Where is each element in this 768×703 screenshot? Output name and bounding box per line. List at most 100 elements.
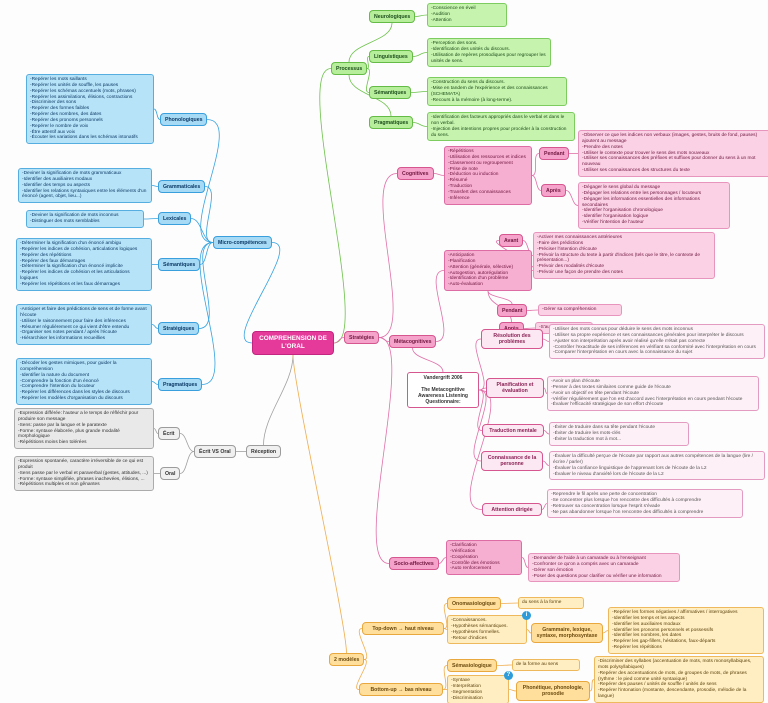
box-metacognitives-list[interactable]: -Anticipation -Planification -Attention … bbox=[444, 250, 532, 292]
box-onomasiologique-details[interactable]: du sens à la forme bbox=[518, 597, 584, 609]
branch-strategies[interactable]: Stratégies bbox=[344, 331, 380, 345]
box-oral-details[interactable]: -Expression spontanée, caractère irréver… bbox=[14, 456, 154, 492]
box-metacognitives-avant-details[interactable]: -Activer mes connaissances antérieures -… bbox=[533, 232, 715, 279]
box-pragmatiques-processus-details-label: -Identification des facteurs appropriés … bbox=[431, 115, 567, 138]
edge-evo-oral bbox=[179, 451, 195, 474]
topic-semantiques-processus-label: Sémantiques bbox=[374, 89, 407, 96]
box-planification-evaluation-details[interactable]: -Avoir un plan d'écoute -Penser à des te… bbox=[547, 376, 759, 412]
box-grammaire-lexique-details[interactable]: -Repérer les formes négatives / affirmat… bbox=[608, 607, 764, 654]
box-semasiologique-details[interactable]: de la forme au sens bbox=[512, 659, 580, 671]
node-comprehension-oral[interactable]: COMPREHENSION DE L'ORAL bbox=[252, 331, 334, 355]
topic-cognitives-apres[interactable]: Après bbox=[541, 184, 566, 198]
box-grammaticales-details[interactable]: -Deviner la signification de mots gramma… bbox=[18, 168, 152, 204]
box-cognitives-pendant-details[interactable]: -Observer ce que les indices non verbaux… bbox=[578, 130, 768, 177]
box-semantiques-micro-details[interactable]: -Déterminer la signification d'un énoncé… bbox=[16, 238, 152, 291]
topic-resolution-problemes[interactable]: Résolution des problèmes bbox=[481, 329, 543, 349]
box-attention-dirigee-details-label: -Reprendre le fil après une perte de con… bbox=[551, 492, 704, 515]
question-icon[interactable]: ? bbox=[504, 671, 513, 680]
edge-topdown-topdownBox bbox=[443, 628, 448, 630]
branch-processus[interactable]: Processus bbox=[331, 62, 368, 76]
box-pragmatiques-micro-details-label: -Décoder les gestes mimiques, pour guide… bbox=[20, 361, 130, 402]
edge-gram-gramBox bbox=[151, 185, 159, 187]
box-phonologiques-details[interactable]: -Repérer les mots saillants -Repérer les… bbox=[26, 74, 154, 145]
box-connaissance-personne-details[interactable]: -Évaluer la difficulté perçue de l'écout… bbox=[549, 451, 765, 481]
topic-pragmatiques-processus[interactable]: Pragmatiques bbox=[369, 116, 414, 130]
topic-ecrit-vs-oral[interactable]: Écrit VS Oral bbox=[194, 445, 236, 459]
box-semantiques-processus-details[interactable]: -Construction du sens du discours. -Mise… bbox=[427, 77, 567, 107]
topic-ecrit[interactable]: Écrit bbox=[158, 427, 180, 441]
topic-metacognitives[interactable]: Métacognitives bbox=[389, 335, 437, 349]
topic-oral[interactable]: Oral bbox=[160, 467, 181, 481]
topic-ecrit-vs-oral-label: Écrit VS Oral bbox=[199, 448, 231, 455]
edge-pragm-pragmBox bbox=[151, 381, 159, 385]
box-attention-dirigee-details[interactable]: -Reprendre le fil après une perte de con… bbox=[547, 489, 743, 519]
box-vandergrift-questionnaire[interactable]: Vandergrift 2006 The Metacognitive Aware… bbox=[407, 372, 479, 409]
topic-semantiques-micro-label: Sémantiques bbox=[163, 261, 196, 268]
branch-deux-modeles-label: 2 modèles bbox=[334, 656, 360, 663]
info-icon[interactable]: i bbox=[522, 611, 531, 620]
topic-bottom-up[interactable]: Bottom-up → bas niveau bbox=[359, 683, 443, 697]
box-metacognitives-pendant-details[interactable]: -Gérer sa compréhension bbox=[538, 304, 622, 316]
topic-metacognitives-pendant-label: Pendant bbox=[502, 307, 523, 314]
box-lexicales-details[interactable]: -Deviner la signification de mots inconn… bbox=[26, 210, 144, 228]
box-pragmatiques-micro-details[interactable]: -Décoder les gestes mimiques, pour guide… bbox=[16, 358, 152, 405]
topic-grammaire-lexique[interactable]: Grammaire, lexique, syntaxe, morphosynta… bbox=[531, 623, 603, 643]
box-top-down-steps[interactable]: -Connaissances. -Hypothèses sémantiques.… bbox=[447, 611, 531, 645]
box-cognitives-apres-details[interactable]: -Dégager le sens global du message -Déga… bbox=[578, 182, 730, 229]
box-cognitives-list[interactable]: -Répétitions -Utilisation des ressources… bbox=[444, 146, 532, 205]
box-phonetique-phonologie-details[interactable]: -Discriminer des syllabes (accentuation … bbox=[594, 656, 764, 703]
box-socio-affectives-details[interactable]: -Demander de l'aide à un camarade ou à l… bbox=[528, 553, 680, 583]
topic-lexicales[interactable]: Lexicales bbox=[158, 212, 192, 226]
topic-semasiologique[interactable]: Sémasiologique bbox=[447, 659, 497, 673]
topic-planification-evaluation[interactable]: Planification et évaluation bbox=[486, 378, 544, 398]
topic-linguistiques[interactable]: Linguistiques bbox=[369, 50, 413, 64]
box-neurologiques-details[interactable]: -Conscience en éveil -Audition -Attentio… bbox=[427, 3, 507, 27]
box-oral-details-label: -Expression spontanée, caractère irréver… bbox=[18, 459, 148, 488]
topic-metacognitives-label: Métacognitives bbox=[394, 338, 432, 345]
branch-reception[interactable]: Réception bbox=[246, 445, 282, 459]
topic-socio-affectives[interactable]: Socio-affectives bbox=[389, 557, 439, 571]
box-ecrit-details[interactable]: -Expression différée: l'auteur a le temp… bbox=[14, 408, 154, 450]
topic-cognitives[interactable]: Cognitives bbox=[397, 167, 434, 181]
topic-phonetique-phonologie[interactable]: Phonétique, phonologie, prosodie bbox=[516, 681, 590, 701]
topic-phonologiques[interactable]: Phonologiques bbox=[160, 113, 208, 127]
box-bottom-up-steps[interactable]: -Syntaxe -Interprétation -Segmentation -… bbox=[447, 671, 513, 703]
topic-attention-dirigee[interactable]: Attention dirigée bbox=[482, 503, 542, 517]
branch-micro-competences[interactable]: Micro-compétences bbox=[213, 236, 272, 250]
edge-atten-attenBox bbox=[541, 503, 548, 510]
box-metacognitives-avant-details-label: -Activer mes connaissances antérieures -… bbox=[537, 235, 701, 276]
topic-onomasiologique-label: Onomasiologique bbox=[452, 600, 496, 607]
edge-metacogBox-pendantm bbox=[487, 290, 513, 305]
topic-strategiques[interactable]: Stratégiques bbox=[158, 322, 200, 336]
topic-metacognitives-pendant[interactable]: Pendant bbox=[497, 304, 528, 318]
topic-pragmatiques-micro[interactable]: Pragmatiques bbox=[158, 378, 203, 392]
topic-onomasiologique[interactable]: Onomasiologique bbox=[447, 597, 501, 611]
topic-phonetique-phonologie-label: Phonétique, phonologie, prosodie bbox=[522, 684, 584, 697]
topic-semantiques-processus[interactable]: Sémantiques bbox=[369, 86, 412, 100]
branch-deux-modeles[interactable]: 2 modèles bbox=[329, 653, 365, 667]
edge-root-strategies bbox=[333, 337, 345, 344]
topic-grammaticales[interactable]: Grammaticales bbox=[158, 180, 206, 194]
edge-strategies-socio bbox=[375, 337, 393, 564]
topic-grammaticales-label: Grammaticales bbox=[163, 183, 201, 190]
topic-traduction-mentale[interactable]: Traduction mentale bbox=[482, 424, 544, 438]
topic-neurologiques[interactable]: Neurologiques bbox=[369, 10, 416, 24]
edge-metacog-vander bbox=[412, 347, 444, 373]
topic-resolution-problemes-label: Résolution des problèmes bbox=[493, 332, 531, 345]
box-linguistiques-details[interactable]: -Perception des sons. -Identification de… bbox=[427, 38, 551, 68]
topic-connaissance-personne[interactable]: Connaissance de la personne bbox=[481, 451, 543, 471]
topic-metacognitives-avant[interactable]: Avant bbox=[499, 234, 524, 248]
topic-cognitives-pendant[interactable]: Pendant bbox=[539, 147, 570, 161]
box-socio-affectives-list[interactable]: -Clarification -Vérification -Coopératio… bbox=[446, 540, 522, 576]
topic-top-down[interactable]: Top-down → haut niveau bbox=[362, 622, 444, 636]
box-resolution-problemes-details[interactable]: -Utiliser des mots connus pour déduire l… bbox=[549, 324, 765, 360]
box-pragmatiques-processus-details[interactable]: -Identification des facteurs appropriés … bbox=[427, 112, 575, 142]
box-grammaticales-details-label: -Deviner la signification de mots gramma… bbox=[22, 171, 147, 200]
edge-ling-lingBox bbox=[412, 52, 428, 57]
box-top-down-steps-label: -Connaissances. -Hypothèses sémantiques.… bbox=[451, 618, 508, 641]
topic-semantiques-micro[interactable]: Sémantiques bbox=[158, 258, 201, 272]
box-traduction-mentale-details[interactable]: -Éviter de traduire dans sa tête pendant… bbox=[549, 422, 689, 446]
box-strategiques-details[interactable]: -Anticiper et faire des prédictions de s… bbox=[16, 304, 152, 346]
